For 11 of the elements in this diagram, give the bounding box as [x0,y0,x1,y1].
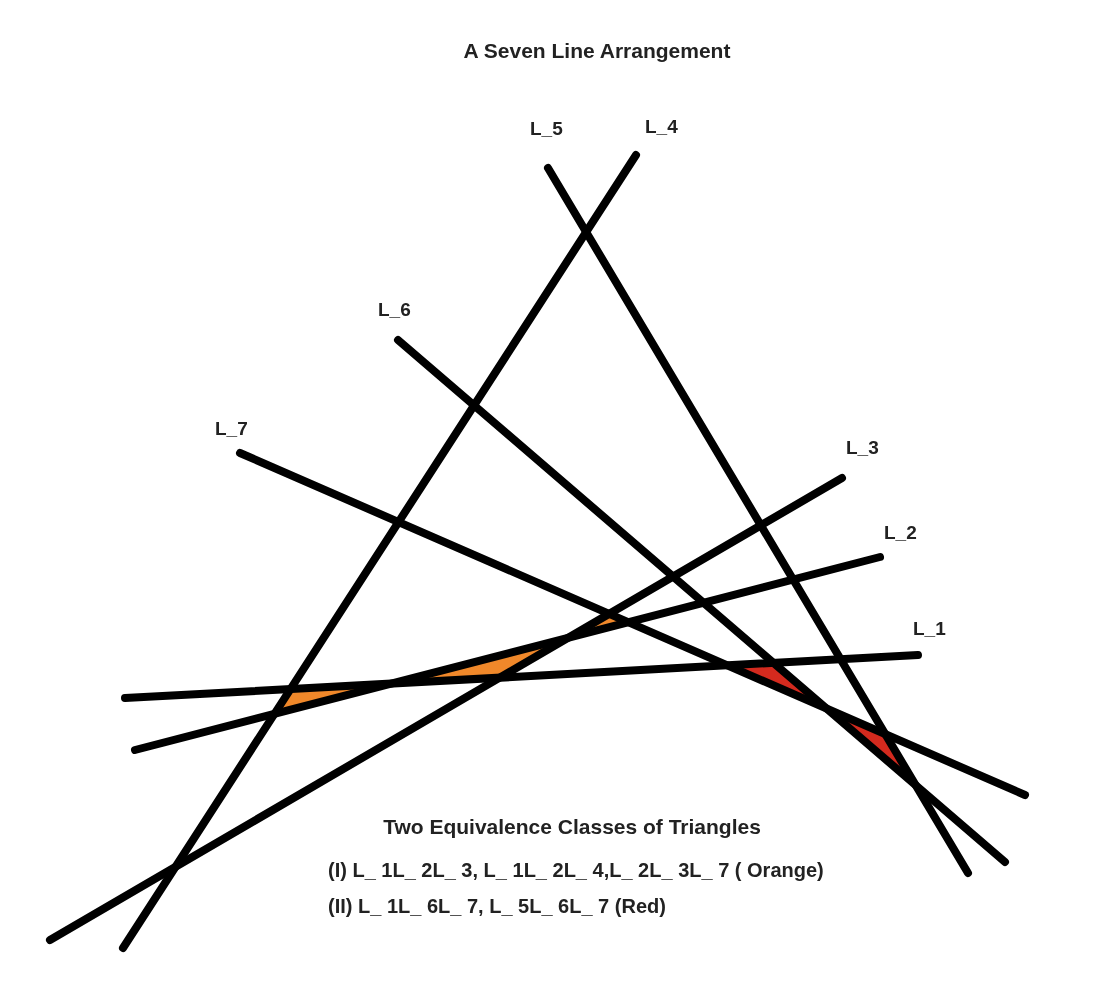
line-label: L_3 [846,437,879,460]
line-label: L_1 [913,618,946,641]
caption-text: (II) L_ 1L_ 6L_ 7, L_ 5L_ 6L_ 7 (Red) [328,894,666,918]
line-label: L_6 [378,299,411,322]
line-label: L_5 [530,118,563,141]
line-label: L_2 [884,522,917,545]
caption-heading: Two Equivalence Classes of Triangles [383,814,761,840]
caption-text: (I) L_ 1L_ 2L_ 3, L_ 1L_ 2L_ 4,L_ 2L_ 3L_ 7 ( Orange) [328,858,824,882]
diagram-title: A Seven Line Arrangement [463,38,731,64]
line-label: L_4 [645,116,678,139]
line-label: L_7 [215,418,248,441]
